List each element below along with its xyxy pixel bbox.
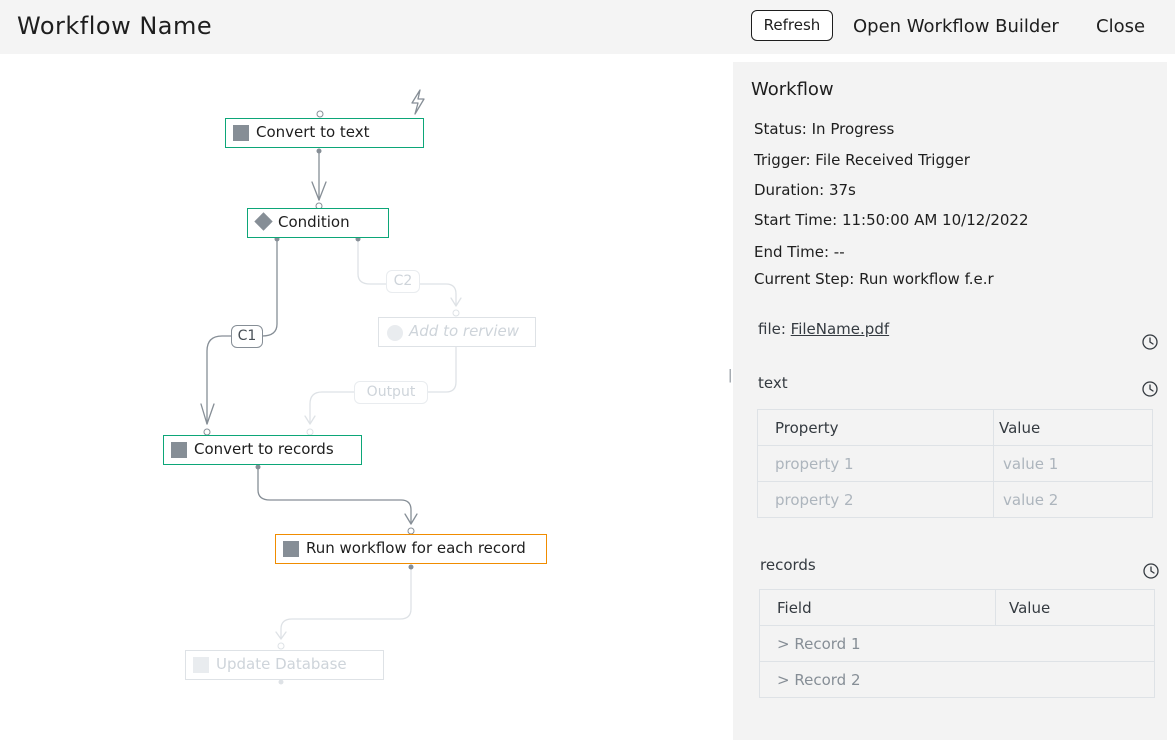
property-cell: property 2	[757, 481, 994, 518]
table-row[interactable]: > Record 1	[759, 625, 1155, 662]
chevron-right-icon: >	[777, 670, 790, 689]
current-step-text: Current Step: Run workflow f.e.r	[754, 270, 994, 288]
clock-icon[interactable]	[1141, 380, 1159, 398]
text-section-label: text	[758, 374, 788, 392]
node-convert-to-records[interactable]: Convert to records	[163, 435, 362, 465]
top-bar: Workflow Name Refresh Open Workflow Buil…	[0, 0, 1175, 54]
circle-icon	[387, 325, 403, 341]
task-icon	[171, 442, 187, 458]
connection-points	[203, 110, 460, 685]
record-label: Record 2	[794, 670, 861, 689]
table-header-row: Property Value	[757, 409, 1153, 446]
panel-resize-handle[interactable]: ||	[728, 368, 737, 383]
node-run-workflow[interactable]: Run workflow for each record	[275, 534, 547, 564]
duration-text: Duration: 37s	[754, 181, 856, 199]
edge-run-update	[280, 566, 412, 640]
status-text: Status: In Progress	[754, 120, 895, 138]
node-label: Condition	[278, 213, 350, 231]
node-label: Run workflow for each record	[306, 539, 526, 557]
chevron-right-icon: >	[777, 634, 790, 653]
task-icon	[233, 125, 249, 141]
trigger-text: Trigger: File Received Trigger	[754, 151, 970, 169]
record-row[interactable]: > Record 1	[759, 625, 1155, 662]
column-header-value: Value	[993, 409, 1153, 446]
property-cell: property 1	[757, 445, 994, 482]
refresh-button[interactable]: Refresh	[751, 10, 833, 41]
node-label: Update Database	[216, 655, 347, 673]
condition-diamond-icon	[254, 212, 273, 231]
edge-records-run	[257, 466, 412, 525]
records-section-label: records	[760, 556, 816, 574]
file-link[interactable]: FileName.pdf	[790, 320, 890, 338]
node-add-to-review[interactable]: Add to rerview	[378, 317, 536, 347]
column-header-value: Value	[995, 589, 1155, 626]
open-workflow-builder-button[interactable]: Open Workflow Builder	[853, 16, 1059, 37]
node-convert-to-text[interactable]: Convert to text	[225, 118, 424, 148]
node-update-database[interactable]: Update Database	[185, 650, 384, 680]
workflow-details-panel: Workflow Status: In Progress Trigger: Fi…	[733, 62, 1167, 740]
edge-label-output: Output	[354, 381, 428, 404]
node-label: Add to rerview	[409, 322, 520, 340]
edge-label-c2: C2	[386, 270, 420, 293]
record-row[interactable]: > Record 2	[759, 661, 1155, 698]
task-icon	[193, 657, 209, 673]
text-properties-table: Property Value property 1 value 1 proper…	[757, 409, 1153, 518]
table-header-row: Field Value	[759, 589, 1155, 626]
table-row: property 2 value 2	[757, 481, 1153, 518]
file-label: file:	[758, 320, 791, 338]
table-row[interactable]: > Record 2	[759, 661, 1155, 698]
clock-icon[interactable]	[1142, 562, 1160, 580]
column-header-property: Property	[757, 409, 994, 446]
table-row: property 1 value 1	[757, 445, 1153, 482]
clock-icon[interactable]	[1141, 333, 1159, 351]
column-header-field: Field	[759, 589, 996, 626]
file-section: file: FileName.pdf	[758, 320, 889, 338]
records-table: Field Value > Record 1 > Record 2	[759, 589, 1155, 698]
workflow-diagram[interactable]: Convert to text Condition Add to rerview…	[0, 54, 730, 745]
start-time-text: Start Time: 11:50:00 AM 10/12/2022	[754, 211, 1029, 229]
panel-title: Workflow	[751, 79, 834, 100]
record-label: Record 1	[794, 634, 861, 653]
node-condition[interactable]: Condition	[247, 208, 389, 238]
task-icon	[283, 541, 299, 557]
end-time-text: End Time: --	[754, 243, 845, 261]
value-cell: value 1	[993, 445, 1153, 482]
workflow-title: Workflow Name	[17, 12, 213, 40]
node-label: Convert to records	[194, 440, 334, 458]
edge-label-c1: C1	[231, 325, 263, 348]
value-cell: value 2	[993, 481, 1153, 518]
node-label: Convert to text	[256, 123, 370, 141]
close-button[interactable]: Close	[1096, 16, 1146, 37]
lightning-icon	[411, 89, 425, 115]
